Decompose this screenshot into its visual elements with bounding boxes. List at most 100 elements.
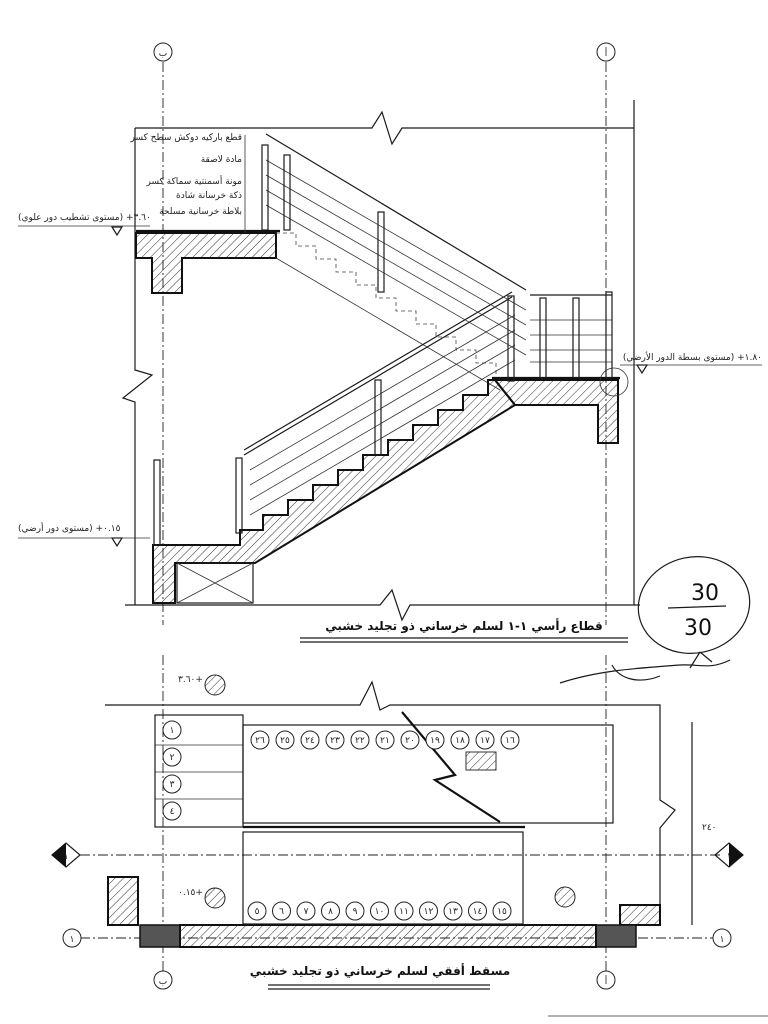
tread-left-number: ٤ — [170, 807, 175, 817]
plan-grid-a: أ — [605, 975, 608, 987]
section-marker-left — [51, 842, 81, 868]
grid-label-b-top: ب — [159, 49, 167, 59]
tread-lower-number: ١٤ — [473, 907, 483, 917]
plan-dim-width: ٢٤٠ — [702, 823, 717, 833]
plan-grid-1-right: ١ — [720, 935, 725, 945]
tread-upper-number: ١٧ — [480, 736, 490, 746]
tread-left-number: ٢ — [170, 753, 175, 763]
tread-upper-circle — [475, 730, 495, 750]
level-marker-upper — [110, 226, 124, 237]
tread-lower-circle — [419, 901, 438, 921]
tread-lower-number: ١٣ — [448, 907, 458, 917]
tread-upper-circle — [275, 730, 295, 750]
plan-bottom-wall — [179, 924, 597, 948]
section-marker-left-label: ١ — [64, 852, 69, 862]
level-marker-landing — [635, 364, 649, 375]
tread-upper-number: ٢٥ — [280, 736, 290, 746]
tread-lower-circle — [345, 901, 365, 921]
landing-slab — [492, 379, 619, 444]
tread-upper-circle — [400, 730, 420, 750]
grid-label-a-top: أ — [605, 47, 608, 59]
section-title: قطاع رأسي ١-١ لسلم خرساني ذو تجليد خشبي — [325, 618, 603, 634]
tread-lower-circle — [296, 901, 316, 921]
level-marker-ground — [110, 537, 124, 548]
tread-left-number: ١ — [170, 726, 175, 736]
landing-hatch — [465, 751, 497, 771]
tread-upper-circle — [300, 730, 320, 750]
detail-callout-circle — [599, 367, 629, 397]
lower-flight-stair — [152, 379, 517, 604]
tread-upper-number: ٢٦ — [255, 736, 265, 746]
section-drawing: ب أ — [18, 42, 762, 643]
level-landing: ١.٨٠+ (مستوى بسطة الدور الأرضي) — [623, 351, 762, 363]
tread-left-circle — [162, 774, 182, 794]
tread-lower-circle — [321, 901, 340, 921]
handrail-lower — [153, 291, 516, 546]
upper-flight-outline — [242, 724, 614, 824]
score-numerator: 30 — [691, 581, 719, 606]
wall-left — [107, 876, 139, 926]
tread-upper-circle — [250, 730, 270, 750]
tread-left-circle — [162, 747, 182, 767]
plan-level-bottom: ٠.١٥+ — [178, 888, 203, 898]
bottom-break-line — [125, 588, 640, 622]
tread-upper-number: ٢٣ — [330, 736, 340, 746]
tread-lower-circle — [272, 901, 291, 921]
tread-upper-number: ٢٠ — [405, 736, 415, 746]
upper-flight-steps — [276, 232, 497, 376]
plan-drawing: ب أ ١ ١ ١ ١ ٢٤٠ ٣.٦٠+ — [51, 655, 744, 990]
tread-upper-circle — [500, 730, 520, 750]
top-break-line — [135, 110, 634, 146]
tread-lower-circle — [443, 901, 463, 921]
tread-upper-number: ٢٤ — [305, 736, 315, 746]
tread-upper-number: ٢١ — [380, 736, 390, 746]
upper-floor-slab — [135, 232, 277, 294]
tread-lower-number: ١٠ — [375, 907, 385, 917]
tread-upper-number: ١٨ — [455, 736, 465, 746]
tread-lower-number: ٩ — [353, 907, 358, 917]
left-break-line — [121, 128, 154, 605]
layer-note-2: مادة لاصقة — [201, 155, 242, 165]
plan-level-marker-bottom — [204, 887, 226, 909]
layer-note-3: مونة أسمنتية سماكة كسر — [146, 175, 243, 187]
plan-outline — [105, 680, 676, 905]
tread-upper-number: ١٩ — [430, 736, 440, 746]
tread-upper-circle — [375, 730, 395, 750]
tread-left-circle — [162, 801, 182, 821]
grid-bubble-b-top — [153, 42, 173, 62]
signature-mark — [559, 651, 731, 684]
tread-upper-circle — [350, 730, 370, 750]
section-marker-right-label: ١ — [727, 852, 732, 862]
upper-flight-soffit — [275, 257, 501, 391]
plan-grid-b: ب — [159, 977, 167, 987]
layer-note-4: ذكة خرسانة شادة — [176, 191, 242, 201]
tread-left-circle — [162, 720, 182, 740]
layer-note-5: بلاطة خرسانية مسلحة — [159, 207, 242, 217]
handrail-upper — [261, 133, 613, 379]
ground-beam-box — [176, 562, 254, 604]
tread-upper-circle — [450, 730, 470, 750]
tread-lower-circle — [370, 901, 389, 921]
layer-note-1: قطع باركيه دوكش سطح كسر — [130, 133, 242, 143]
lower-flight-outline — [242, 831, 524, 925]
tread-upper-circle — [425, 730, 445, 750]
column-right — [595, 924, 637, 948]
tread-upper-number: ١٦ — [505, 736, 515, 746]
tread-lower-number: ١٥ — [497, 907, 507, 917]
level-ground: ٠.١٥+ (مستوى دور أرضي) — [18, 522, 121, 534]
plan-level-marker-top — [204, 674, 226, 696]
grid-bubble-a-top — [596, 42, 616, 62]
tread-lower-number: ١٢ — [424, 907, 434, 917]
tread-upper-circle — [325, 730, 345, 750]
column-left — [139, 924, 181, 948]
score-denominator: 30 — [684, 616, 712, 641]
plan-grid-1-left: ١ — [70, 935, 75, 945]
tread-lower-circle — [394, 901, 414, 921]
tread-lower-circle — [492, 901, 512, 921]
tread-lower-number: ٦ — [279, 907, 284, 917]
plan-title: مسقط أفقي لسلم خرساني ذو تجليد خشبي — [250, 963, 510, 979]
tread-lower-number: ١١ — [399, 907, 409, 917]
level-upper-floor: ٣.٦٠+ (مستوى تشطيب دور علوي) — [18, 213, 151, 223]
tread-upper-number: ٢٢ — [355, 736, 365, 746]
